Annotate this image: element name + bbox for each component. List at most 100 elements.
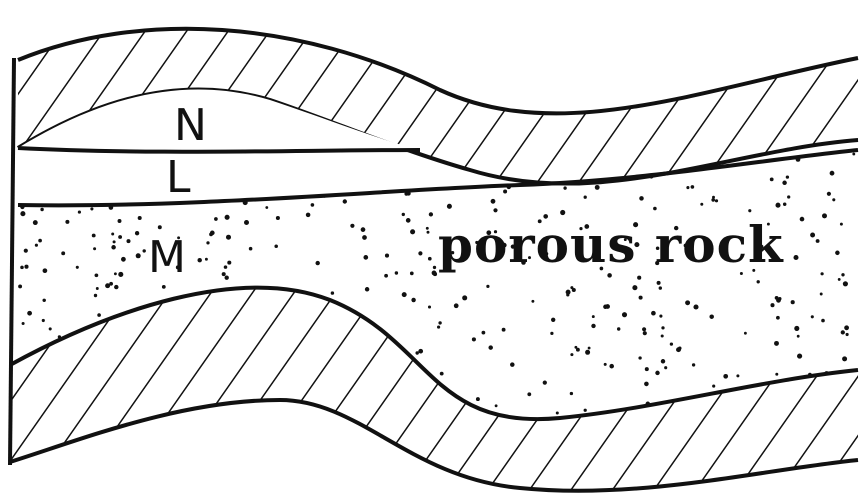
porous-dot [543, 380, 547, 384]
porous-dot [491, 199, 496, 204]
porous-dot [418, 251, 422, 255]
porous-dot [844, 325, 849, 330]
porous-dot [617, 327, 620, 330]
porous-dot [106, 165, 111, 170]
porous-dot [653, 207, 657, 211]
porous-dot [205, 258, 208, 261]
porous-dot [138, 216, 142, 220]
porous-dot [363, 255, 368, 260]
porous-dot [816, 239, 820, 243]
porous-dot [122, 181, 125, 184]
porous-dot [495, 404, 498, 407]
porous-dot [431, 163, 434, 166]
porous-dot [840, 223, 843, 226]
porous-dot [318, 416, 322, 420]
porous-dot [118, 235, 122, 239]
porous-dot [227, 190, 231, 194]
porous-dot [426, 227, 429, 230]
porous-dot [111, 245, 116, 250]
porous-dot [243, 200, 248, 205]
porous-dot [637, 276, 641, 280]
porous-dot [622, 312, 627, 317]
porous-dot [609, 364, 614, 369]
porous-dot [109, 205, 114, 210]
porous-dot [350, 224, 354, 228]
porous-dot [643, 331, 647, 335]
porous-dot [318, 169, 323, 174]
porous-dot [265, 206, 268, 209]
porous-dot [35, 244, 38, 247]
porous-dot [642, 327, 646, 331]
porous-dot [661, 334, 664, 337]
porous-dot [822, 213, 827, 218]
porous-dot [787, 195, 790, 198]
porous-dot [794, 326, 799, 331]
porous-dot [832, 198, 835, 201]
porous-dot [811, 315, 814, 318]
porous-dot [810, 233, 815, 238]
porous-dot [444, 170, 448, 174]
porous-dot [842, 356, 847, 361]
porous-dot [406, 218, 411, 223]
porous-dot [128, 198, 133, 203]
porous-dot [87, 164, 92, 169]
porous-dot [447, 204, 452, 209]
porous-dot [659, 286, 662, 289]
porous-dot [24, 249, 28, 253]
porous-dot [793, 255, 798, 260]
porous-dot [118, 272, 123, 277]
porous-dot [476, 397, 480, 401]
porous-dot [650, 175, 654, 179]
porous-dot [783, 203, 786, 206]
porous-dot [86, 154, 90, 158]
porous-dot [226, 235, 231, 240]
porous-dot [418, 349, 423, 354]
porous-dot [274, 245, 278, 249]
porous-dot [427, 231, 430, 234]
porous-dot [595, 185, 600, 190]
porous-dot [209, 233, 213, 237]
porous-dot [700, 203, 703, 206]
porous-dot [162, 285, 166, 289]
porous-dot [410, 272, 414, 276]
porous-dot [42, 299, 45, 302]
porous-dot [502, 328, 506, 332]
porous-dot [88, 167, 91, 170]
porous-dot [438, 321, 441, 324]
porous-dot [411, 298, 415, 302]
porous-dot [197, 258, 201, 262]
porous-dot [105, 283, 110, 288]
porous-dot [65, 220, 69, 224]
porous-dot [395, 174, 398, 177]
porous-dot [126, 239, 130, 243]
porous-dot [711, 198, 715, 202]
porous-dot [472, 337, 476, 341]
porous-dot [422, 177, 426, 181]
porous-dot [143, 198, 146, 201]
porous-dot [843, 281, 848, 286]
porous-dot [774, 341, 779, 346]
porous-dot [222, 162, 226, 166]
porous-dot [415, 351, 418, 354]
porous-dot [838, 278, 841, 281]
porous-dot [272, 156, 276, 160]
porous-dot [143, 249, 146, 252]
porous-dot [488, 345, 492, 349]
porous-dot [811, 149, 815, 153]
porous-dot [225, 215, 230, 220]
porous-dot [603, 305, 607, 309]
porous-dot [202, 181, 205, 184]
porous-dot [38, 239, 42, 243]
porous-dot [556, 411, 559, 414]
label-n: N [174, 100, 207, 151]
porous-dot [800, 217, 805, 222]
porous-dot [639, 196, 644, 201]
porous-dot [224, 265, 228, 269]
label-l: L [166, 152, 191, 203]
porous-dot [92, 234, 96, 238]
porous-dot [770, 303, 774, 307]
porous-dot [632, 285, 637, 290]
porous-dot [584, 196, 587, 199]
porous-dot [22, 322, 25, 325]
